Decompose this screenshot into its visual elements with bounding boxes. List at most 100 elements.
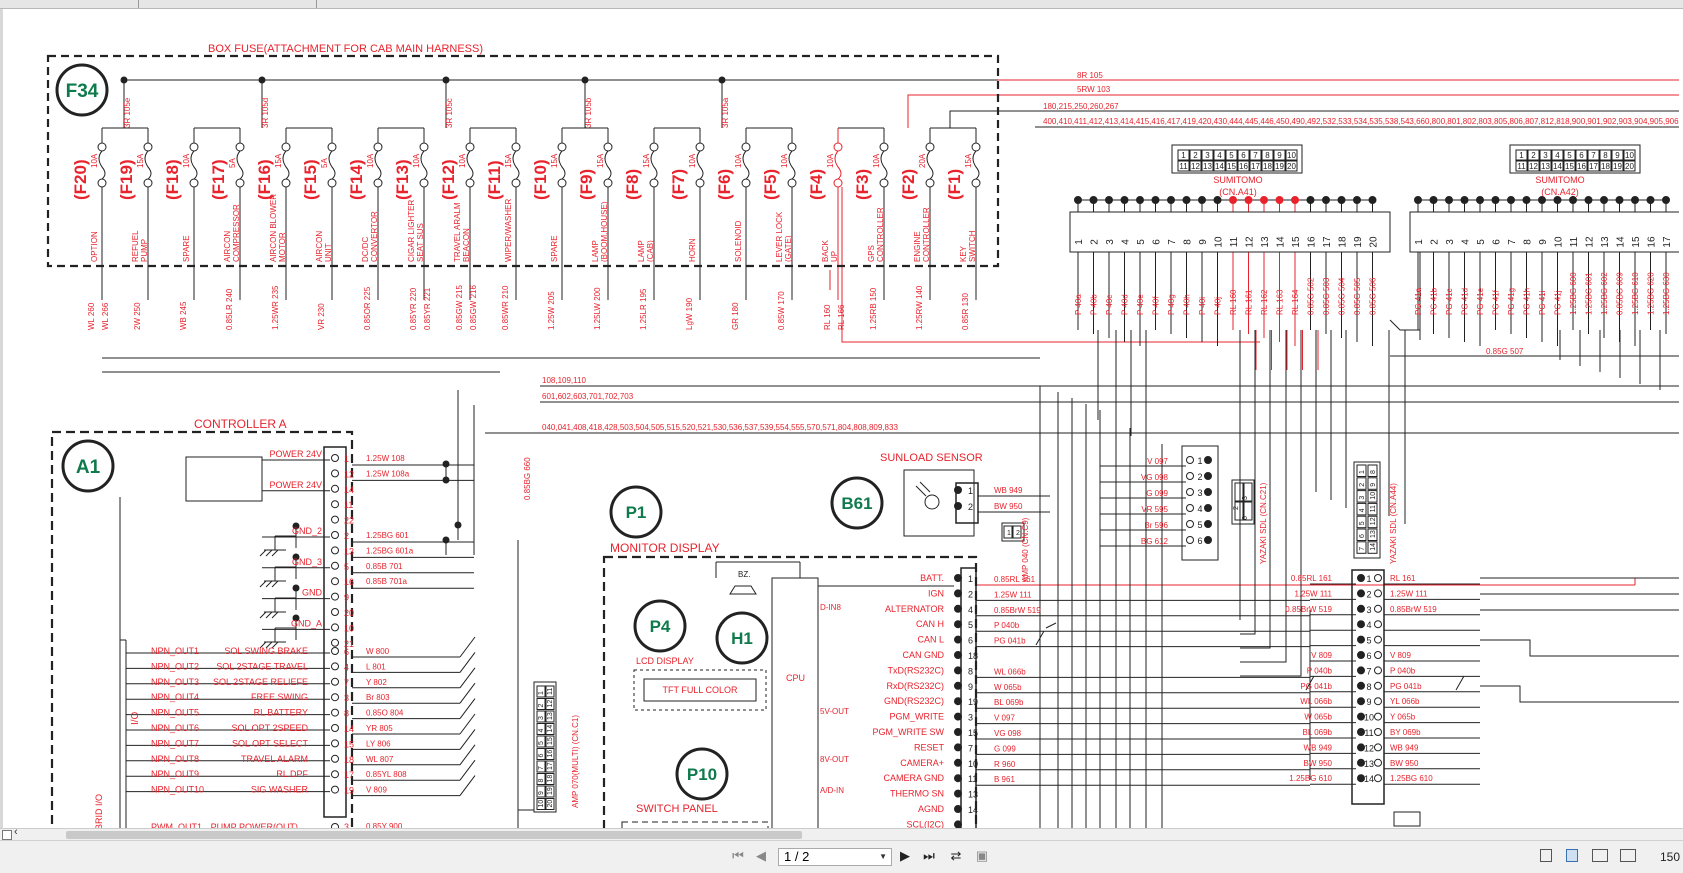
continuous-page-icon[interactable] <box>1566 849 1578 862</box>
controller-pin <box>331 785 339 794</box>
npn-output-label: NPN_OUT4 <box>151 692 199 702</box>
controller-wire-label: 0.85B 701 <box>366 562 403 571</box>
sunload-title: SUNLOAD SENSOR <box>880 452 983 464</box>
fuse-terminal <box>281 142 291 152</box>
single-page-icon[interactable] <box>1540 849 1552 862</box>
yazaki-c21-cell <box>1234 482 1244 502</box>
connector-dot <box>1182 196 1191 204</box>
scroll-corner-icon <box>2 830 12 840</box>
fuse-box-title: BOX FUSE(ATTACHMENT FOR CAB MAIN HARNESS… <box>208 43 483 55</box>
fuse-load: BEACON <box>462 228 471 262</box>
connector-dot <box>1600 196 1608 204</box>
connector-cell-number: 12 <box>1529 162 1538 171</box>
amp070-cell <box>536 710 546 723</box>
yazaki-c21-pin-left <box>1186 456 1194 464</box>
first-page-icon[interactable]: ⏮ <box>732 848 744 863</box>
fuse-terminal <box>373 142 383 152</box>
fuse-wire-label: VR 230 <box>317 303 326 330</box>
right-connector-pin-number: 1 <box>1366 574 1371 584</box>
yazaki-a44-cell <box>1356 502 1367 516</box>
bus-label: 108,109,110 <box>542 376 586 385</box>
fit-window-icon[interactable]: ▣ <box>975 848 989 863</box>
yazaki-a44-cell-number: 13 <box>1370 530 1377 538</box>
fuse-terminal <box>925 142 935 152</box>
scroll-left-icon[interactable]: ‹ <box>14 826 18 838</box>
monitor-pin-number: 11 <box>968 774 977 784</box>
monitor-pin-number: 5 <box>968 620 973 630</box>
prev-page-icon[interactable]: ◀ <box>756 848 766 863</box>
right-connector-pin <box>1374 743 1382 752</box>
monitor-group-label: 5V-OUT <box>820 707 849 716</box>
controller-wire-label: YR 805 <box>366 724 393 733</box>
right-connector-pin <box>1374 774 1382 783</box>
controller-pin-number: 12 <box>344 469 354 479</box>
fuse-load: AIRCON <box>223 231 232 262</box>
fuse-terminal <box>419 142 429 152</box>
connector-wire-label: PG 41j <box>1554 290 1563 315</box>
right-connector-pin <box>1357 758 1365 767</box>
connector-wire-label: 0.85G 503 <box>1322 277 1331 315</box>
last-page-icon[interactable]: ⏭ <box>923 848 935 863</box>
connector-cell <box>1273 160 1286 172</box>
next-page-icon[interactable]: ▶ <box>900 848 910 863</box>
monitor-pin-name: AGND <box>918 804 945 814</box>
junction-dot <box>292 584 300 592</box>
connector-cell-number: 17 <box>1589 162 1598 171</box>
controller-wire-label: W 800 <box>366 647 390 656</box>
right-connector-pin <box>1357 604 1365 613</box>
scroll-thumb[interactable] <box>66 831 802 839</box>
amp070-cell <box>545 735 555 748</box>
connector-cell <box>1587 160 1600 172</box>
fuse-wire-label: 0.85GW 215 <box>455 285 464 330</box>
buzzer-label: BZ. <box>738 570 750 579</box>
connector-cell <box>1563 160 1576 172</box>
connector-cell-number: 4 <box>1555 151 1560 160</box>
two-page-icon[interactable] <box>1592 849 1608 862</box>
right-connector-pin <box>1374 728 1382 736</box>
fuse-element <box>466 150 474 180</box>
connector-cell <box>1261 149 1274 161</box>
zoom-level[interactable]: 150 <box>1660 850 1681 864</box>
fuse-wire-label: WL 266 <box>101 302 110 330</box>
connector-cell-number: 4 <box>1217 151 1222 160</box>
fuse-load: CONTROLLER <box>876 207 885 262</box>
connector-wire-label: PG 41h <box>1523 288 1532 315</box>
bus-label: 0.85G 507 <box>1486 347 1524 356</box>
connector-cell <box>1213 160 1226 172</box>
page-select[interactable]: 1 / 2 ▼ <box>778 848 892 866</box>
right-connector-right-wire: P 040b <box>1390 666 1416 675</box>
horizontal-scrollbar[interactable]: ‹ <box>0 826 1683 840</box>
fuse-terminal <box>603 178 613 188</box>
yazaki-c21-pin-right <box>1204 536 1212 544</box>
fuse-terminal <box>695 142 705 152</box>
monitor-pin-name: CAN L <box>917 635 944 645</box>
bus-label: 601,602,603,701,702,703 <box>542 392 634 401</box>
monitor-pin <box>954 789 962 798</box>
fuse-terminal <box>557 178 567 188</box>
connector-outline <box>1171 144 1303 174</box>
amp070-cell <box>545 685 555 698</box>
monitor-pin <box>954 681 962 690</box>
connector-id: (CN.A42) <box>1541 187 1579 197</box>
two-page-continuous-icon[interactable] <box>1620 849 1636 862</box>
fuse-wire-label: 1.25LW 200 <box>593 287 602 330</box>
connector-pin-number: 10 <box>1214 236 1225 248</box>
monitor-pin-number: 14 <box>968 805 978 815</box>
yazaki-a44-cell <box>1367 490 1378 503</box>
sunload-pin <box>954 486 962 494</box>
connector-wire-label: 0.85G 505 <box>1353 277 1362 315</box>
lcd-outline <box>633 669 767 711</box>
connector-cell-number: 5 <box>1229 151 1234 160</box>
yazaki-c21-cell-number: 2 <box>1233 506 1240 510</box>
connector-dot <box>1306 196 1315 204</box>
monitor-pin <box>954 635 962 644</box>
fuse-amp: 15A <box>136 153 145 168</box>
rotate-view-icon[interactable]: ⇄ <box>950 848 962 863</box>
connector-dot <box>1615 196 1624 204</box>
controller-wire-label: Y 802 <box>366 678 387 687</box>
wire <box>271 549 279 557</box>
amp070-pin: 4 <box>538 729 545 733</box>
fuse-load: AIRCON <box>315 231 324 262</box>
fuse-terminal <box>143 142 153 152</box>
controller-pin <box>331 724 339 732</box>
